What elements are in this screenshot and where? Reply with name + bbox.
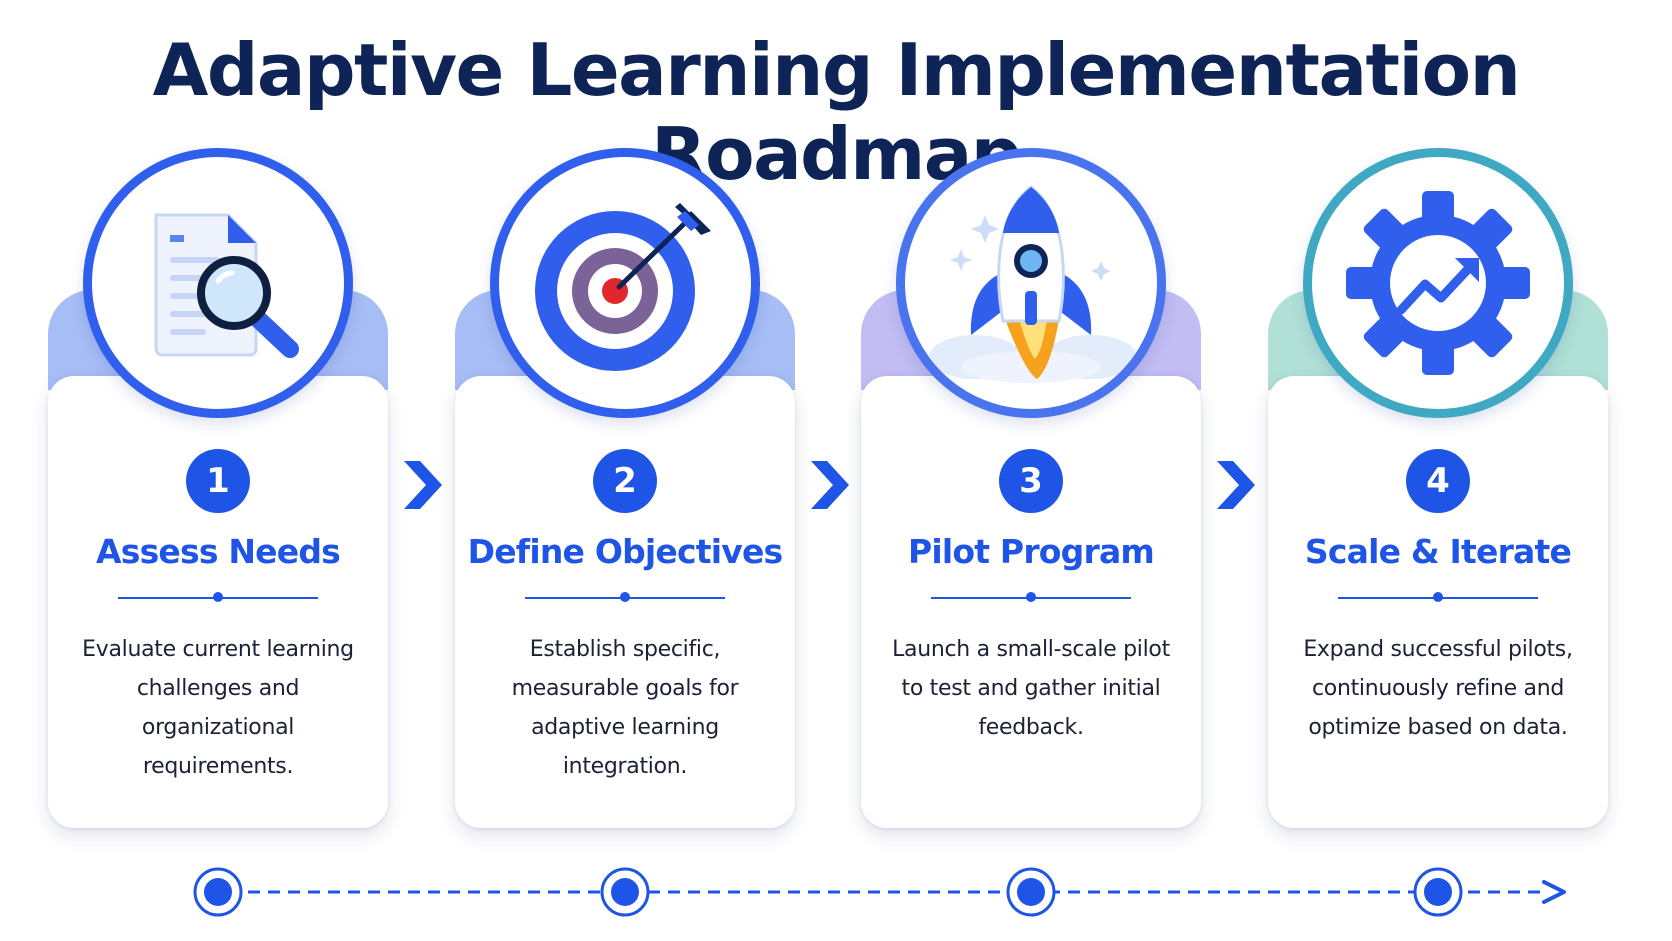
chevron-right-icon: [1217, 461, 1255, 509]
timeline: [193, 867, 1566, 917]
rocket-icon: [929, 185, 1137, 383]
timeline-node-1: [193, 867, 243, 917]
step-4-divider-dot: [1433, 592, 1443, 602]
step-3-card: [861, 376, 1201, 828]
step-1: 1 Assess Needs Evaluate current learning…: [48, 148, 388, 828]
step-3-description: Launch a small-scale pilot to test and g…: [892, 637, 1170, 740]
step-3-divider-dot: [1026, 592, 1036, 602]
chevron-right-icon: [811, 461, 849, 509]
step-3-title: Pilot Program: [907, 532, 1155, 571]
step-3: 3 Pilot Program Launch a small-scale pil…: [861, 148, 1201, 828]
timeline-node-3: [1006, 867, 1056, 917]
step-4-number-badge: 4: [1406, 449, 1470, 513]
page-title: Adaptive Learning Implementation Roadmap: [152, 28, 1521, 196]
step-2-icon-ring: [490, 148, 760, 418]
timeline-node-2: [600, 867, 650, 917]
document-magnifier-icon: [154, 213, 299, 358]
timeline-arrowhead-icon: [1542, 880, 1566, 904]
step-4-card: [1268, 376, 1608, 828]
step-2-title: Define Objectives: [467, 532, 784, 571]
step-1-title: Assess Needs: [95, 532, 341, 571]
step-4-title: Scale & Iterate: [1304, 532, 1572, 571]
step-4-description: Expand successful pilots, continuously r…: [1303, 637, 1573, 740]
step-1-description: Evaluate current learning challenges and…: [82, 637, 354, 779]
chevron-right-icon: [404, 461, 442, 509]
step-2-number-badge: 2: [593, 449, 657, 513]
step-1-number-badge: 1: [186, 449, 250, 513]
step-4-icon-ring: [1303, 148, 1573, 418]
step-3-number-badge: 3: [999, 449, 1063, 513]
step-1-divider-dot: [213, 592, 223, 602]
step-2: 2 Define Objectives Establish specific, …: [455, 148, 795, 828]
step-2-description: Establish specific, measurable goals for…: [511, 637, 739, 779]
step-3-icon-ring: [896, 148, 1166, 418]
step-2-divider-dot: [620, 592, 630, 602]
gear-growth-icon: [1346, 191, 1530, 375]
step-4: 4 Scale & Iterate Expand successful pilo…: [1268, 148, 1608, 828]
step-1-icon-ring: [83, 148, 353, 418]
target-arrow-icon: [535, 203, 711, 371]
timeline-node-4: [1413, 867, 1463, 917]
